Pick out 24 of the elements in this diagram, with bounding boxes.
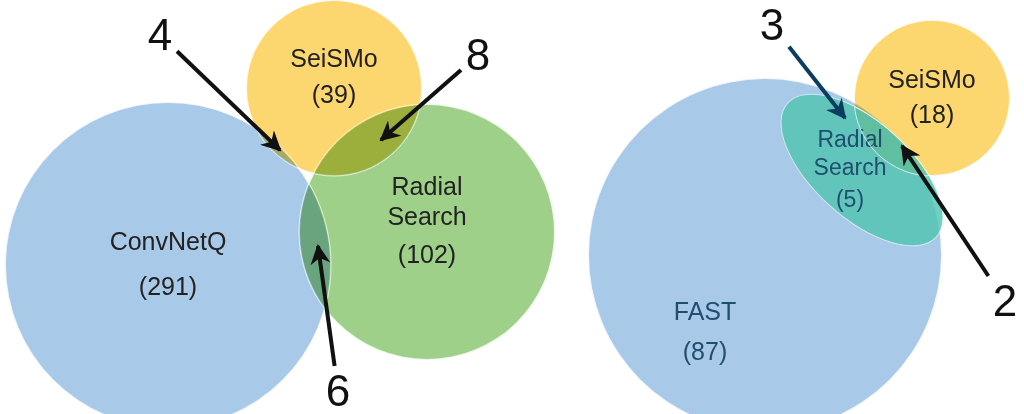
set-label: ConvNetQ — [109, 226, 227, 256]
count-label: (5) — [835, 185, 865, 213]
set-label: Radial Search — [813, 125, 887, 181]
count-label: (87) — [682, 336, 728, 366]
leader-arrow — [310, 244, 337, 367]
overlap-region — [255, 127, 301, 170]
set-label: SeiSMo — [290, 43, 378, 73]
callout-number: 6 — [323, 368, 353, 414]
set-label: SeiSMo — [888, 64, 976, 94]
callout-number: 4 — [145, 12, 175, 58]
leader-arrow — [379, 68, 463, 142]
count-label: (291) — [138, 271, 198, 301]
leader-arrow — [175, 49, 282, 152]
count-label: (39) — [311, 79, 357, 109]
set-label: Radial Search — [387, 171, 467, 231]
callout-number: 2 — [990, 278, 1020, 324]
count-label: (18) — [909, 99, 955, 129]
leader-arrow — [900, 144, 991, 278]
count-label: (102) — [397, 239, 457, 269]
leader-arrow — [787, 45, 847, 120]
overlap-region — [298, 183, 332, 310]
callout-number: 3 — [757, 2, 787, 48]
callout-number: 8 — [463, 32, 493, 78]
set-label: FAST — [673, 296, 737, 326]
